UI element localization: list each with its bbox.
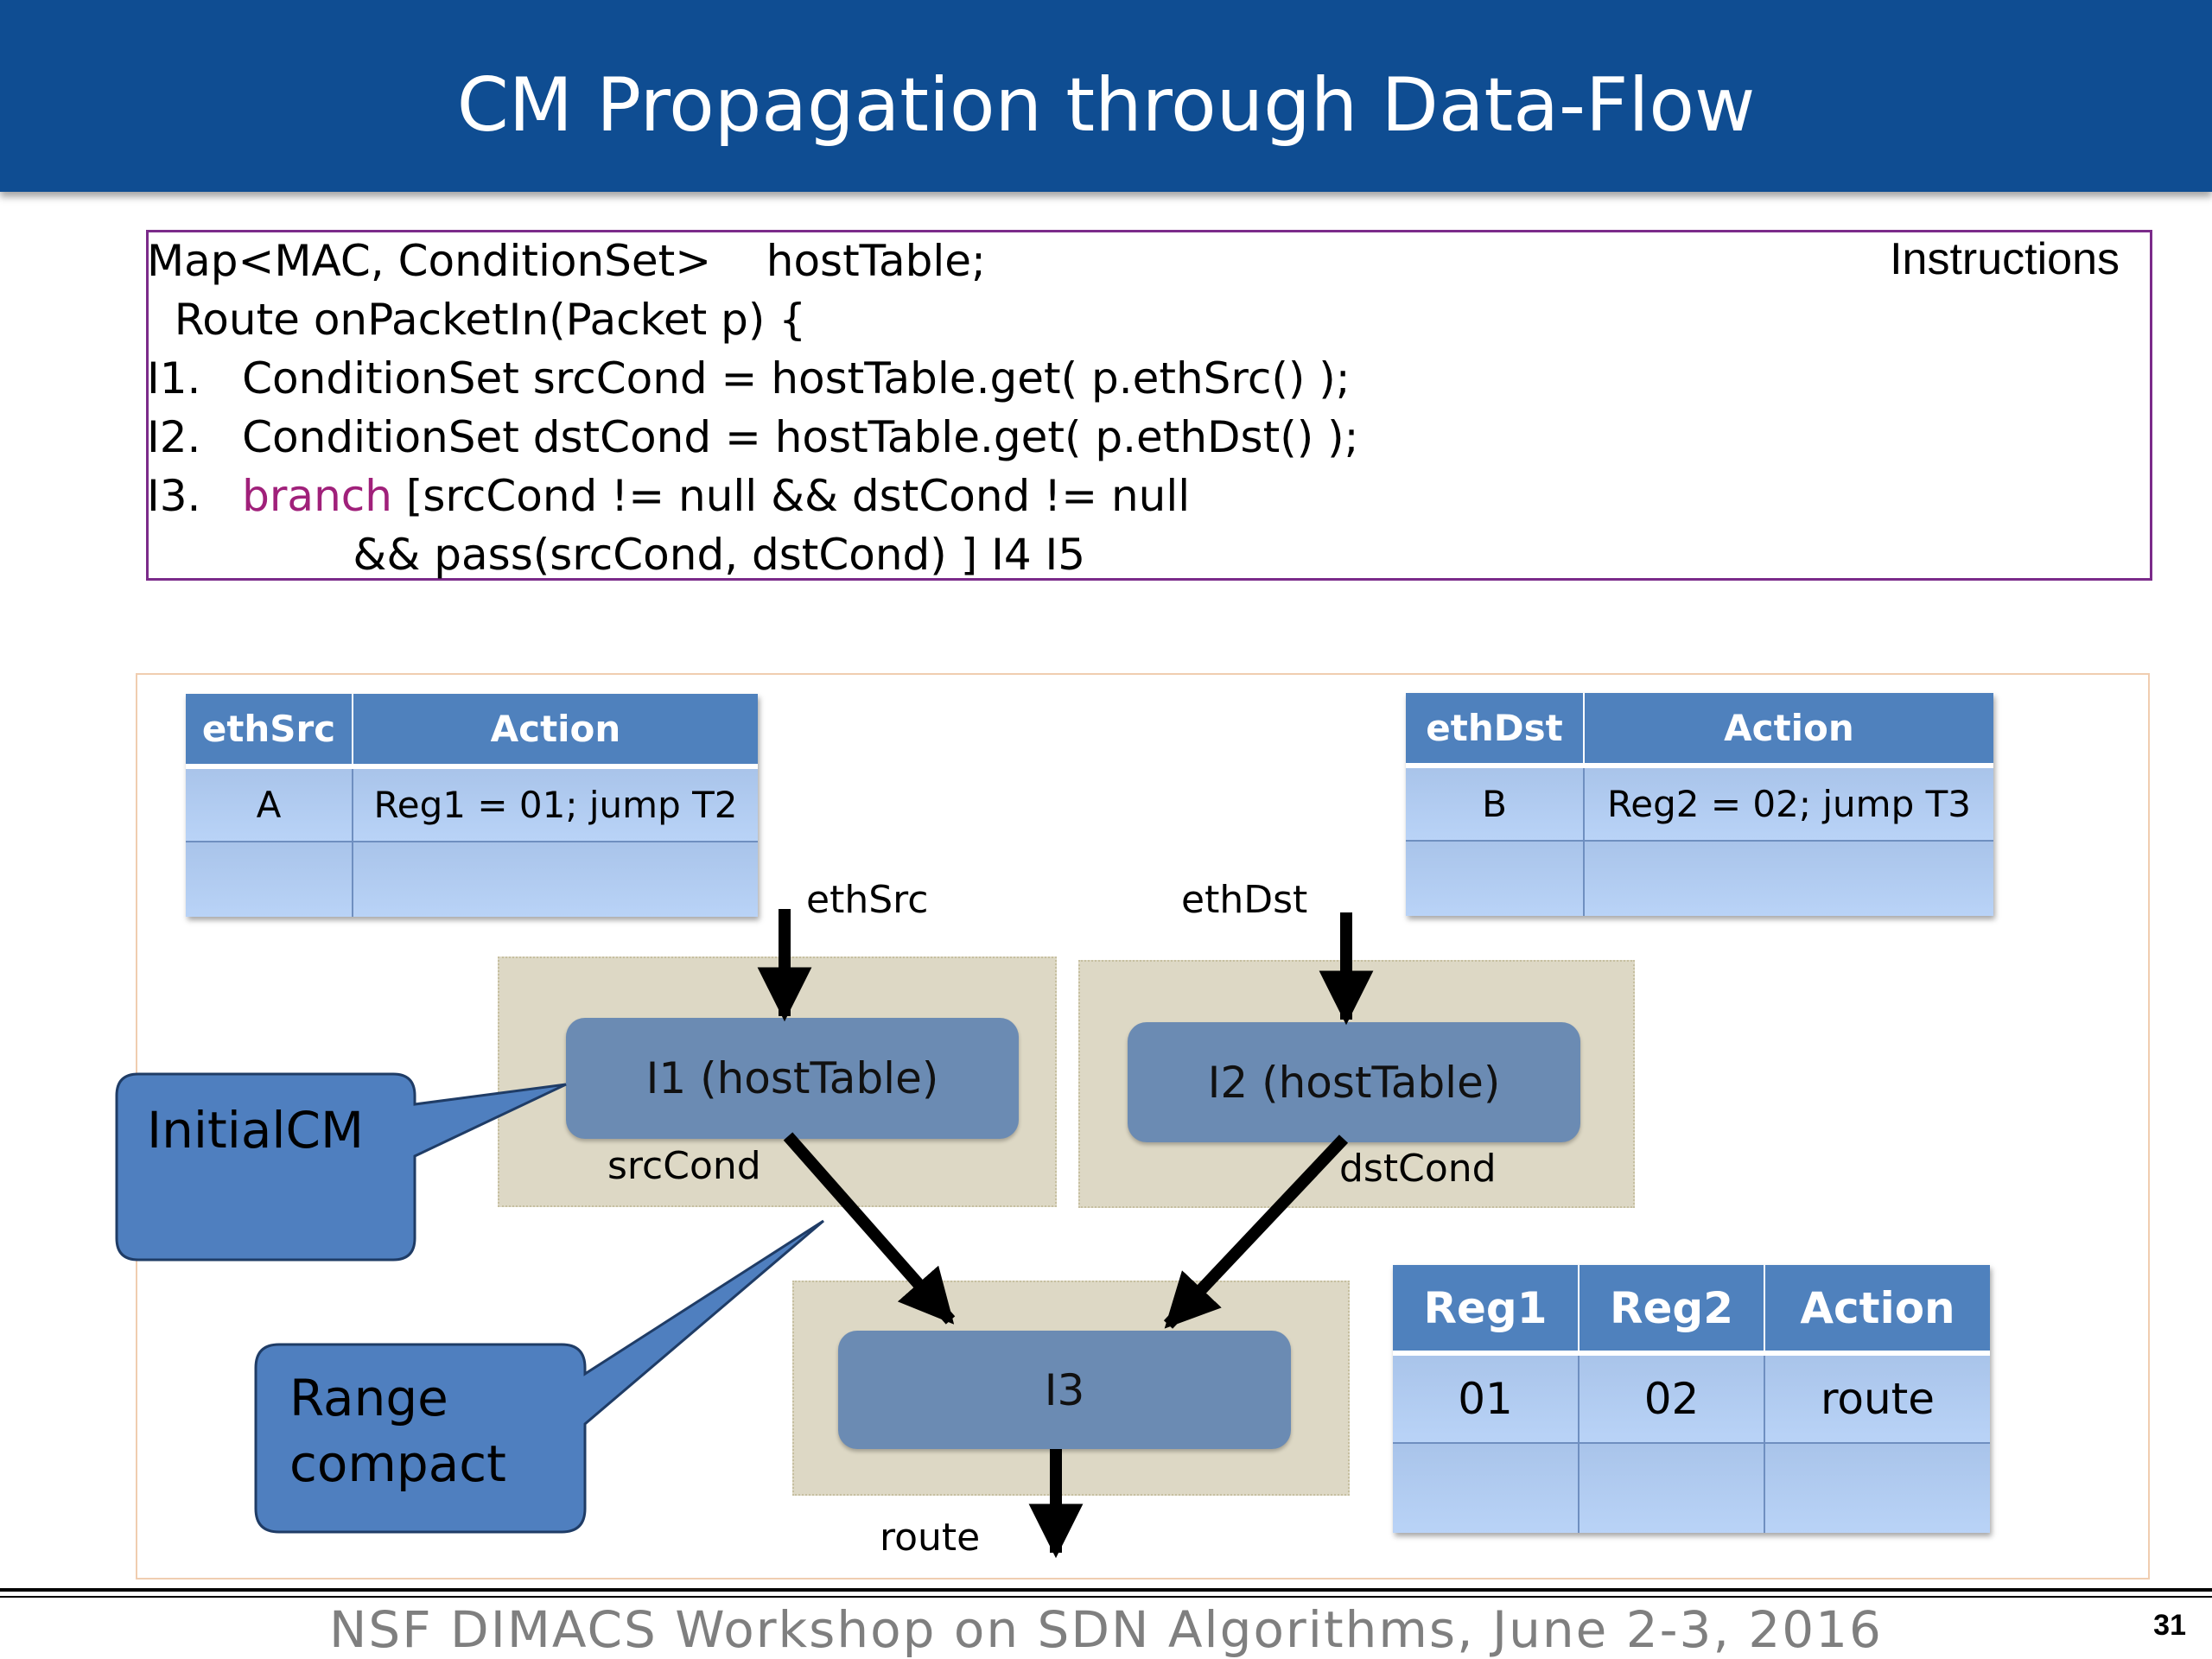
label-dstcond: dstCond xyxy=(1339,1147,1497,1191)
node-i1: I1 (hostTable) xyxy=(566,1018,1019,1139)
node-i3: I3 xyxy=(838,1331,1291,1449)
code-line-3: I1. ConditionSet srcCond = hostTable.get… xyxy=(147,353,1351,404)
page-number: 31 xyxy=(2153,1609,2186,1642)
footer-rule-thin xyxy=(0,1596,2212,1598)
label-srccond: srcCond xyxy=(607,1144,761,1188)
table-cell: Reg2 = 02; jump T3 xyxy=(1584,765,1993,841)
table-cell: 01 xyxy=(1393,1352,1580,1443)
compact-text: compact xyxy=(289,1434,506,1493)
table-cell xyxy=(1406,840,1585,916)
initialcm-callout xyxy=(115,1072,567,1262)
table-header: Reg1 xyxy=(1393,1265,1580,1356)
title-bar xyxy=(0,0,2212,192)
table-ethsrc: ethSrc Action A Reg1 = 01; jump T2 xyxy=(186,694,758,917)
label-ethsrc: ethSrc xyxy=(806,878,929,922)
footer-text: NSF DIMACS Workshop on SDN Algorithms, J… xyxy=(329,1600,1883,1659)
table-cell: A xyxy=(186,766,353,842)
table-header: Action xyxy=(353,694,758,769)
table-cell: Reg1 = 01; jump T2 xyxy=(353,766,758,842)
label-route: route xyxy=(880,1516,981,1560)
table-row xyxy=(1406,840,1993,916)
table-header: Action xyxy=(1584,693,1993,768)
code-line-5: I3. branch [srcCond != null && dstCond !… xyxy=(147,470,1190,522)
range-text: Range xyxy=(289,1369,448,1427)
table-header: Action xyxy=(1764,1265,1990,1356)
slide-title: CM Propagation through Data-Flow xyxy=(456,62,1756,149)
table-header: ethSrc xyxy=(186,694,353,769)
table-cell xyxy=(353,841,758,917)
instructions-label: Instructions xyxy=(1890,234,2120,284)
branch-keyword: branch xyxy=(242,471,392,521)
table-cell xyxy=(1393,1442,1580,1533)
table-row: 01 02 route xyxy=(1393,1352,1990,1443)
table-cell xyxy=(1764,1442,1990,1533)
table-row: A Reg1 = 01; jump T2 xyxy=(186,766,758,842)
code-line-6: && pass(srcCond, dstCond) ] I4 I5 xyxy=(147,530,1086,580)
footer-rule-thick xyxy=(0,1588,2212,1592)
table-reg: Reg1 Reg2 Action 01 02 route xyxy=(1393,1265,1990,1533)
node-i2: I2 (hostTable) xyxy=(1128,1022,1580,1142)
table-header: ethDst xyxy=(1406,693,1585,768)
code-box xyxy=(146,230,2152,581)
table-cell: B xyxy=(1406,765,1585,841)
table-row xyxy=(186,841,758,917)
code-line-5-rest: [srcCond != null && dstCond != null xyxy=(391,471,1191,521)
table-cell xyxy=(1584,840,1993,916)
code-line-2: Route onPacketIn(Packet p) { xyxy=(147,295,807,345)
table-cell: 02 xyxy=(1579,1352,1765,1443)
range-compact-callout xyxy=(254,1219,824,1534)
table-cell xyxy=(186,841,353,917)
i1-to-i3-arrow xyxy=(783,1132,956,1325)
code-line-1: Map<MAC, ConditionSet> hostTable; xyxy=(147,236,986,286)
code-line-5-num: I3. xyxy=(147,471,243,521)
table-cell xyxy=(1579,1442,1765,1533)
label-ethdst: ethDst xyxy=(1181,878,1308,922)
table-row: B Reg2 = 02; jump T3 xyxy=(1406,765,1993,841)
i2-to-i3-arrow xyxy=(1163,1135,1349,1329)
table-row xyxy=(1393,1442,1990,1533)
code-line-4: I2. ConditionSet dstCond = hostTable.get… xyxy=(147,412,1359,462)
initialcm-text: InitialCM xyxy=(147,1101,365,1160)
table-ethdst: ethDst Action B Reg2 = 02; jump T3 xyxy=(1406,693,1993,916)
table-cell: route xyxy=(1764,1352,1990,1443)
table-header: Reg2 xyxy=(1579,1265,1765,1356)
